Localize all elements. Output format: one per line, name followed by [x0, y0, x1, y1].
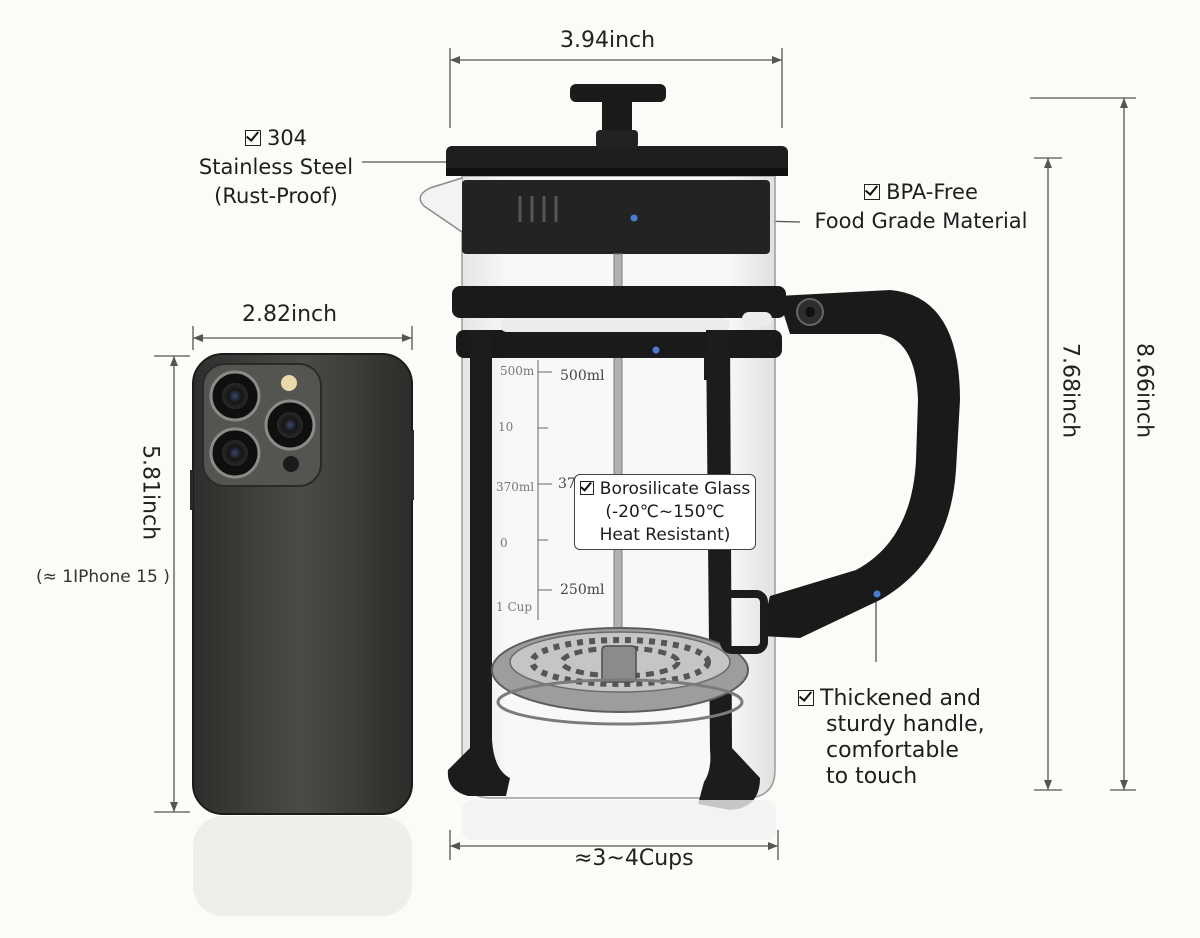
- scale-mark: 500m: [500, 364, 535, 378]
- checkbox-icon: [864, 184, 881, 200]
- scale-mark: 37: [558, 476, 576, 492]
- checkbox-icon: [244, 130, 261, 146]
- scale-mark: 500ml: [560, 368, 605, 384]
- height-phone-label: 5.81inch: [137, 444, 163, 541]
- capacity-label: ≈3~4Cups: [574, 846, 694, 871]
- steel-callout: 304 Stainless Steel (Rust-Proof): [198, 126, 354, 208]
- height-total-label: 8.66inch: [1131, 342, 1157, 439]
- scale-mark: 1 Cup: [496, 600, 533, 614]
- checkbox-icon: [579, 481, 594, 495]
- checkbox-icon: [798, 690, 814, 706]
- bpa-callout: BPA-Free Food Grade Material: [814, 180, 1028, 233]
- scale-mark: 10: [498, 420, 514, 434]
- scale-mark: 250ml: [560, 582, 605, 598]
- dimension-lines: [154, 48, 1136, 860]
- height-body-label: 7.68inch: [1057, 342, 1083, 439]
- glass-callout: Borosilicate Glass (-20℃~150℃ Heat Resis…: [574, 474, 756, 550]
- handle-callout: Thickened and sturdy handle, comfortable…: [798, 686, 985, 790]
- scale-mark: 0: [500, 536, 508, 550]
- width-phone-label: 2.82inch: [242, 302, 338, 327]
- scale-mark: 370ml: [496, 480, 535, 494]
- phone-reference-note: (≈ 1IPhone 15 ): [36, 567, 170, 587]
- iphone-reference: [190, 353, 414, 916]
- width-press-label: 3.94inch: [560, 28, 656, 53]
